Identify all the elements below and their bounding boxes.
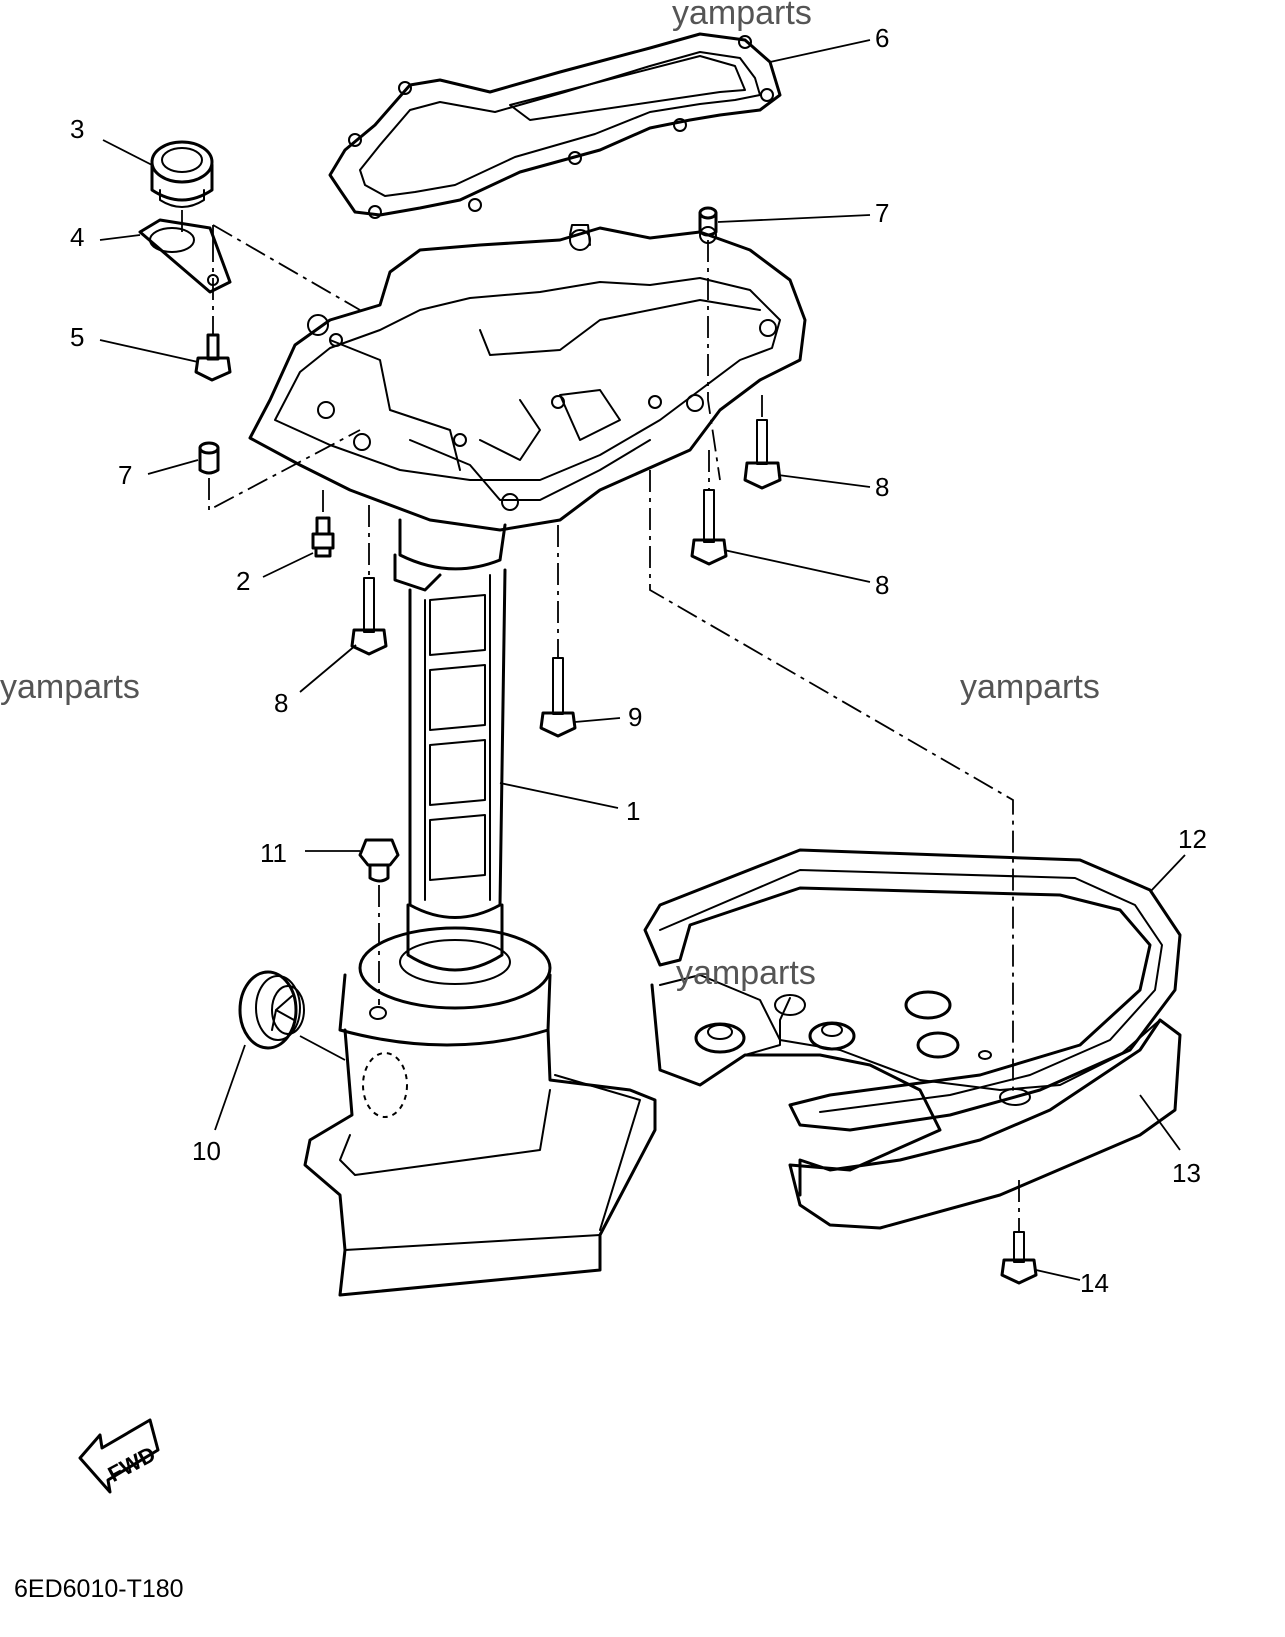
part-3-grommet (150, 140, 214, 208)
watermarks: yamparts yamparts yamparts yamparts (0, 0, 1100, 992)
callout-2: 2 (236, 566, 250, 596)
part-8-bolt-right-lower (690, 489, 728, 566)
callout-6: 6 (875, 23, 889, 53)
callout-10: 10 (192, 1136, 221, 1166)
part-10-grommet (238, 970, 305, 1050)
part-9-bolt (539, 657, 577, 738)
part-4-plate (138, 218, 232, 294)
part-12-seal (643, 848, 1182, 1132)
callout-1: 1 (626, 796, 640, 826)
callout-4: 4 (70, 222, 84, 252)
callout-13: 13 (1172, 1158, 1201, 1188)
callout-14: 14 (1080, 1268, 1109, 1298)
part-8-bolt-right-upper (743, 419, 782, 490)
part-8-bolt-left (350, 577, 388, 656)
watermark-right: yamparts (960, 668, 1100, 706)
fwd-label: FWD (104, 1441, 160, 1487)
leader-lines (99, 39, 1186, 1281)
callout-9: 9 (628, 702, 642, 732)
part-7-dowel-lower (198, 441, 220, 475)
watermark-left: yamparts (0, 668, 140, 706)
part-11-plug (358, 838, 400, 883)
callout-8-upper: 8 (875, 472, 889, 502)
callout-7-lower: 7 (118, 460, 132, 490)
callout-8-left: 8 (274, 688, 288, 718)
diagram-code: 6ED6010-T180 (14, 1575, 184, 1603)
part-14-bolt (1000, 1231, 1038, 1285)
callout-7-upper: 7 (875, 198, 889, 228)
part-6-gasket (328, 32, 782, 219)
part-5-bolt (194, 333, 232, 382)
fwd-direction-marker: FWD (78, 1418, 160, 1494)
watermark-center: yamparts (676, 954, 816, 992)
callout-numbers: 3 4 5 6 7 7 8 8 8 2 9 1 11 10 12 13 14 (70, 23, 1207, 1298)
assembly-lines (181, 210, 1020, 1232)
callout-11: 11 (260, 838, 287, 868)
part-1-drive-shaft-housing (303, 518, 657, 1297)
watermark-top: yamparts (672, 0, 812, 32)
part-13-bottom-cowling (650, 974, 1182, 1230)
callout-8-middle: 8 (875, 570, 889, 600)
callout-12: 12 (1178, 824, 1207, 854)
part-2-nipple (311, 516, 335, 558)
upper-casing (248, 224, 807, 532)
part-7-dowel-upper (698, 206, 718, 237)
callout-3: 3 (70, 114, 84, 144)
callout-5: 5 (70, 322, 84, 352)
